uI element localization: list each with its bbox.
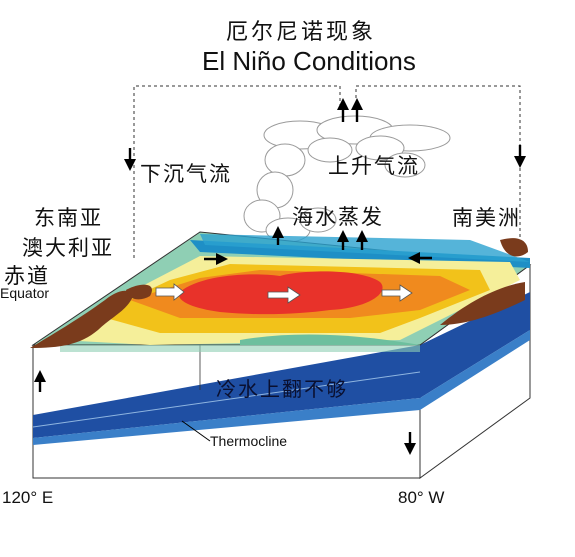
label-south-america: 南美洲 <box>452 206 521 230</box>
label-upwelling: 冷水上翻不够 <box>216 377 348 401</box>
label-downdraft: 下沉气流 <box>140 162 232 186</box>
ocean-cross-section <box>32 264 531 479</box>
title-zh: 厄尔尼诺现象 <box>226 20 377 45</box>
label-thermocline: Thermocline <box>210 433 288 449</box>
label-equator-zh: 赤道 <box>4 264 50 288</box>
label-evaporation: 海水蒸发 <box>292 205 384 229</box>
label-australia: 澳大利亚 <box>22 236 114 260</box>
cloud-icon <box>243 115 451 243</box>
label-lon-east: 80° W <box>398 488 445 507</box>
white-arrow-icon <box>155 283 413 304</box>
label-lon-west: 120° E <box>2 488 54 507</box>
land-masses <box>30 238 528 348</box>
title-en: El Niño Conditions <box>202 46 416 76</box>
black-arrow-icon <box>34 98 526 455</box>
label-equator-en: Equator <box>0 285 50 301</box>
label-updraft: 上升气流 <box>328 154 420 178</box>
label-southeast-asia: 东南亚 <box>34 206 103 230</box>
